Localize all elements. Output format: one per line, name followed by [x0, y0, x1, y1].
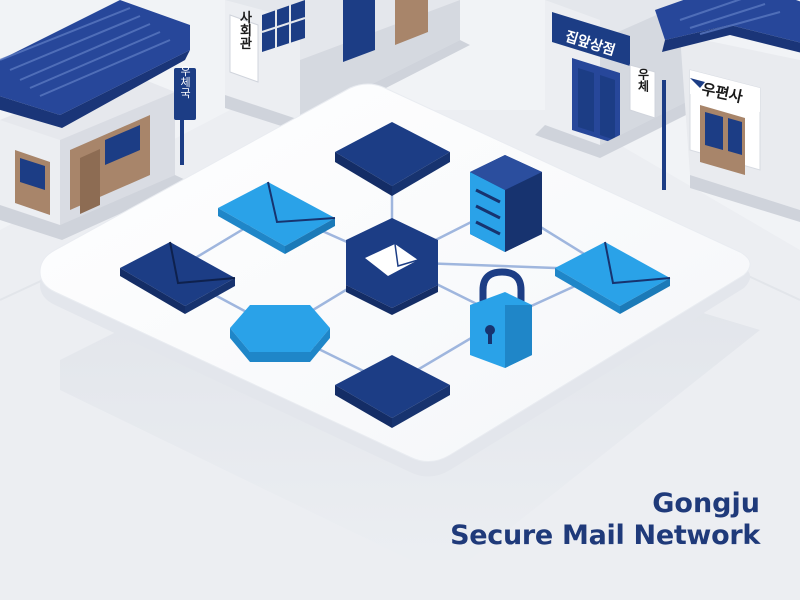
sign-right-vertical-text: 우체 [636, 68, 650, 93]
server-icon [470, 155, 542, 252]
envelope-icon [555, 241, 671, 314]
sign-building-text: 사회관 [237, 10, 252, 51]
hexagon-icon [230, 305, 330, 362]
padlock-icon [470, 268, 532, 368]
sign-left-vertical-text: 우체국 [179, 65, 192, 98]
sign-right-vertical: 우체 [629, 64, 666, 190]
envelope-icon [218, 181, 336, 254]
diamond-tile-icon [335, 122, 450, 196]
title-line-network: Secure Mail Network [450, 520, 760, 552]
diamond-tile-icon [335, 355, 450, 428]
envelope-icon [365, 243, 419, 276]
envelope-icon [120, 241, 236, 314]
title-line-city: Gongju [652, 488, 760, 519]
building-top-middle: 사회관 [225, 0, 470, 132]
network-title: Gongju Secure Mail Network [450, 488, 760, 553]
hanok-building-left [0, 0, 190, 240]
sign-left-vertical: 우체국 [174, 65, 196, 165]
hanok-building-right: 우편사 [655, 0, 800, 222]
hexagon-hub-icon [346, 218, 438, 315]
